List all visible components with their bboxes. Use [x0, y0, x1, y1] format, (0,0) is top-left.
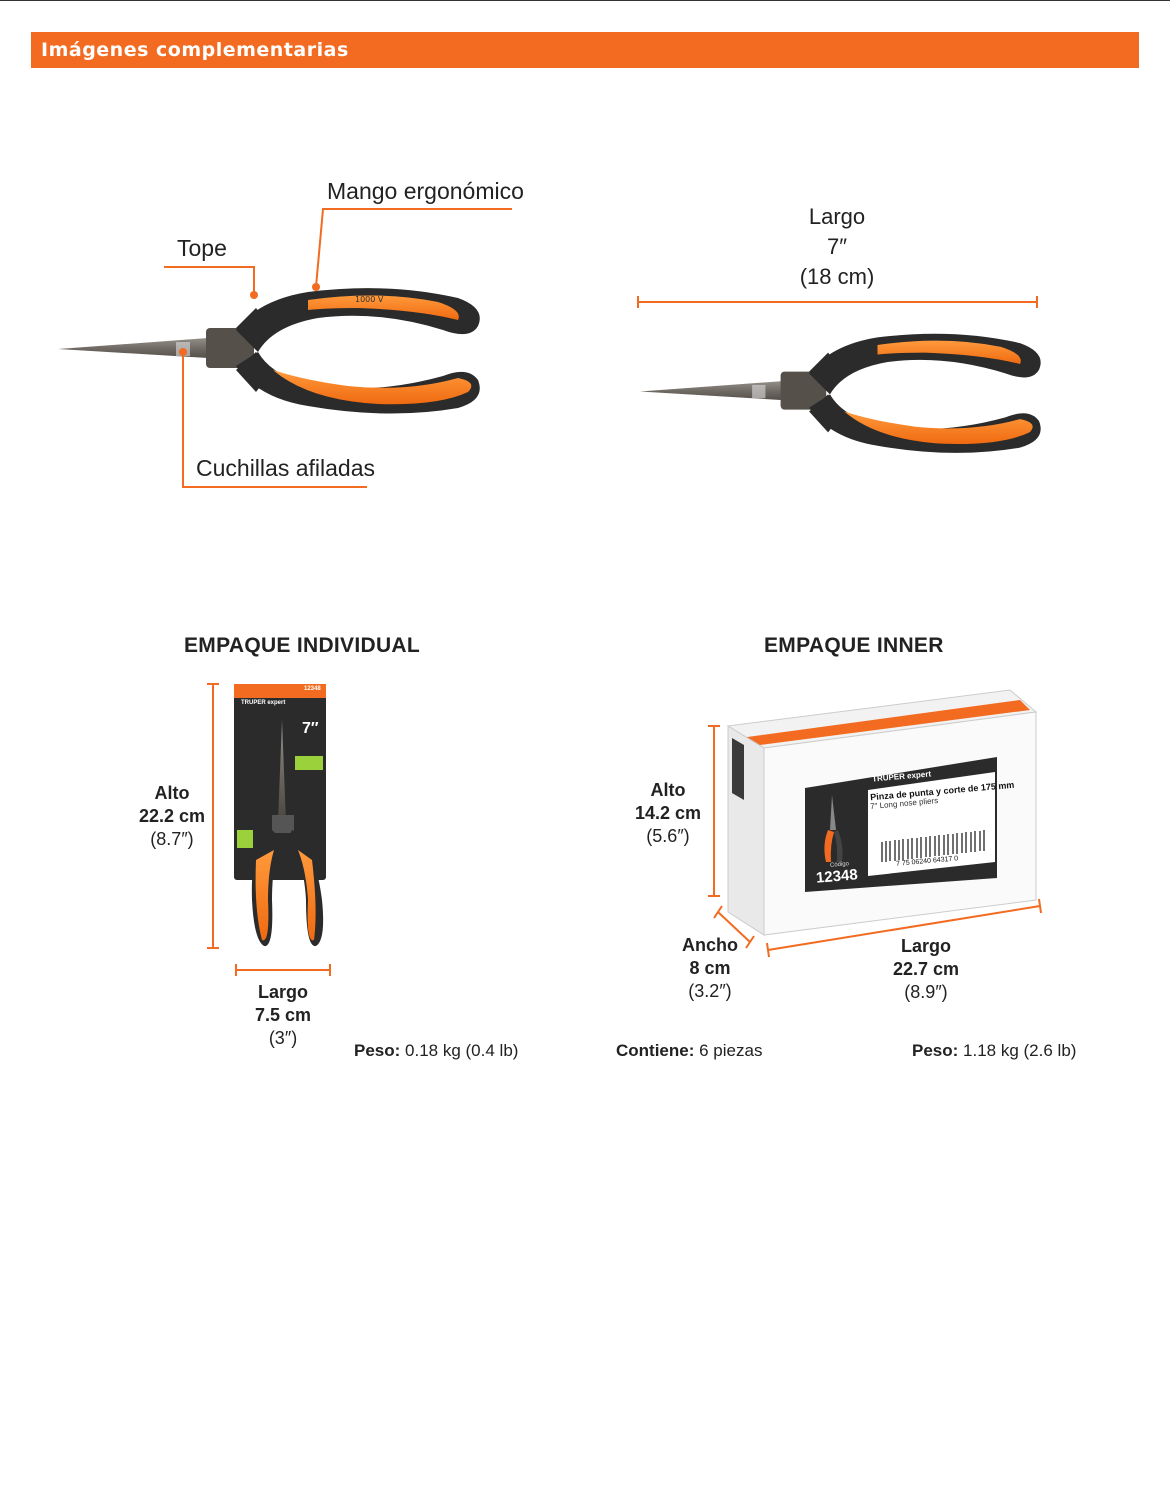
tool-length-label: Largo — [808, 204, 866, 229]
tool-length-value: 7″ — [826, 234, 848, 259]
individual-alto: Alto 22.2 cm (8.7″) — [132, 782, 212, 851]
tool-length-dimension: Largo 7″ (18 cm) — [767, 202, 907, 292]
individual-alto-value: 22.2 cm — [138, 806, 206, 826]
inner-ancho-label: Ancho — [682, 935, 738, 955]
label-cuchillas-afiladas: Cuchillas afiladas — [196, 455, 375, 481]
inner-package-heading: EMPAQUE INNER — [764, 634, 944, 657]
label-tope: Tope — [177, 235, 227, 261]
pliers-dimension-image — [637, 296, 1041, 453]
callout-dot-tope — [250, 291, 258, 299]
tool-length-metric: (18 cm) — [799, 264, 875, 289]
label-mango-ergonomico: Mango ergonómico — [327, 178, 524, 204]
section-title: Imágenes complementarias — [41, 39, 349, 61]
inner-largo-value: 22.7 cm — [892, 959, 960, 979]
inner-alto: Alto 14.2 cm (5.6″) — [628, 779, 708, 848]
pliers-callout-image: 1000 V — [58, 208, 512, 488]
inner-contents-value: 6 piezas — [699, 1041, 763, 1060]
inner-weight: Peso: 1.18 kg (2.6 lb) — [912, 1041, 1076, 1061]
individual-alto-imperial: (8.7″) — [150, 829, 194, 849]
card-size: 7″ — [302, 720, 319, 737]
inner-largo-label: Largo — [900, 936, 951, 956]
callout-dot-mango — [312, 283, 320, 291]
handle-mark: 1000 V — [355, 295, 384, 304]
inner-ancho-value: 8 cm — [689, 958, 731, 978]
individual-largo-value: 7.5 cm — [254, 1005, 312, 1025]
individual-package-heading: EMPAQUE INDIVIDUAL — [184, 634, 421, 657]
inner-weight-value: 1.18 kg (2.6 lb) — [963, 1041, 1077, 1060]
inner-contents-label: Contiene: — [616, 1041, 695, 1060]
inner-contents: Contiene: 6 piezas — [616, 1041, 762, 1061]
individual-weight: Peso: 0.18 kg (0.4 lb) — [354, 1041, 518, 1061]
individual-weight-value: 0.18 kg (0.4 lb) — [405, 1041, 519, 1060]
blister-card-image — [207, 683, 331, 976]
inner-alto-value: 14.2 cm — [634, 803, 702, 823]
inner-box-image — [708, 689, 1042, 958]
inner-ancho: Ancho 8 cm (3.2″) — [670, 934, 750, 1003]
individual-alto-label: Alto — [154, 783, 190, 803]
inner-largo-imperial: (8.9″) — [904, 982, 948, 1002]
inner-weight-label: Peso: — [912, 1041, 959, 1060]
individual-largo-label: Largo — [257, 982, 308, 1002]
individual-weight-label: Peso: — [354, 1041, 401, 1060]
inner-ancho-imperial: (3.2″) — [688, 981, 732, 1001]
box-label-code: 12348 — [815, 866, 859, 887]
callout-line-cuchillas — [182, 352, 367, 488]
section-header-bar: Imágenes complementarias — [31, 32, 1139, 68]
individual-largo-imperial: (3″) — [268, 1028, 298, 1048]
callout-line-tope — [164, 266, 255, 295]
callout-line-mango — [315, 208, 512, 288]
card-code: 12348 — [304, 686, 321, 692]
callout-dot-cuchillas — [179, 348, 187, 356]
inner-alto-imperial: (5.6″) — [646, 826, 690, 846]
inner-alto-label: Alto — [650, 780, 686, 800]
inner-largo: Largo 22.7 cm (8.9″) — [886, 935, 966, 1004]
top-rule — [0, 0, 1170, 1]
individual-largo: Largo 7.5 cm (3″) — [243, 981, 323, 1050]
card-brand: TRUPER expert — [241, 700, 286, 706]
